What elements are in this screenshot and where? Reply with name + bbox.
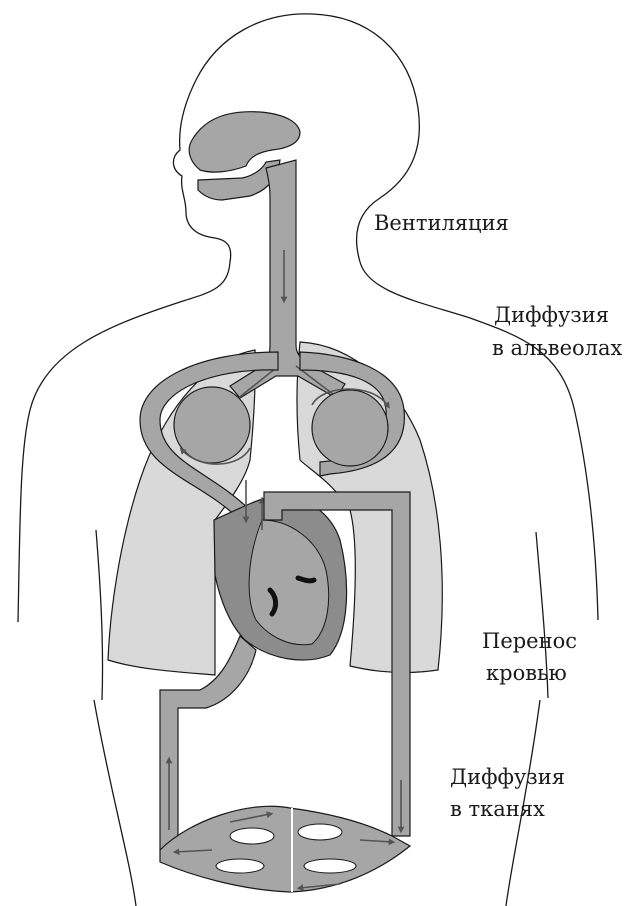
label-alveolar-diffusion-line-1: Диффузия [494,302,609,329]
left-alveolus [174,387,250,463]
label-alveolar-diffusion-line-2: в альвеолах [492,335,622,362]
right-alveolus [312,390,388,466]
capillary-gap-3 [216,859,264,873]
label-blood-transport-line-2: кровью [486,660,567,687]
label-blood-transport-line-1: Перенос [482,628,577,655]
capillary-gap-1 [230,828,274,844]
capillary-gap-2 [298,824,342,840]
label-tissue-diffusion-line-1: Диффузия [450,764,565,791]
torso-left-contour [94,700,136,906]
heart-valve-right [298,578,314,581]
left-arm-contour [96,530,103,700]
capillary-gap-4 [304,859,356,873]
capillary-bed [160,806,410,892]
label-ventilation: Вентиляция [374,210,509,237]
label-tissue-diffusion-line-2: в тканях [450,796,545,823]
